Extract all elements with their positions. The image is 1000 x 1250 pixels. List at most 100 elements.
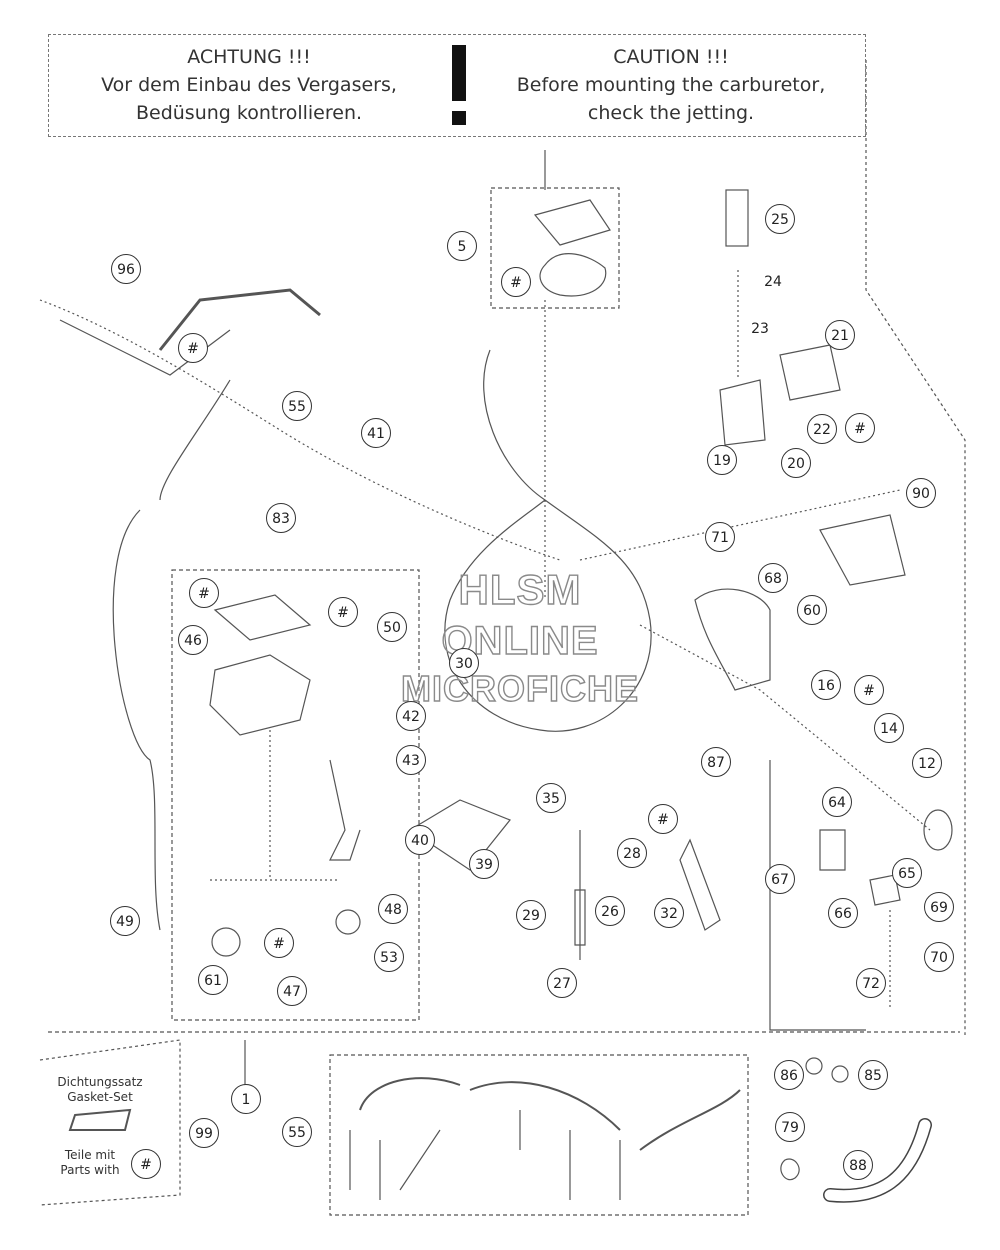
adjuster-knob: [923, 809, 953, 851]
callout-70[interactable]: 70: [924, 942, 954, 972]
hose-clamp: [780, 1158, 800, 1181]
sensor-bracket-line: [769, 760, 866, 1031]
callout-29[interactable]: 29: [516, 900, 546, 930]
callout-hash[interactable]: #: [845, 413, 875, 443]
callout-32[interactable]: 32: [654, 898, 684, 928]
throttle-cable: [158, 288, 321, 351]
hot-start-axis: [579, 489, 901, 561]
callout-27[interactable]: 27: [547, 968, 577, 998]
callout-26[interactable]: 26: [595, 896, 625, 926]
float-bowl: [209, 654, 311, 736]
callout-87[interactable]: 87: [701, 747, 731, 777]
callout-50[interactable]: 50: [377, 612, 407, 642]
sensor-part: [819, 829, 846, 871]
exclamation-dot-icon: [452, 111, 466, 125]
warning-box: ACHTUNG !!! Vor dem Einbau des Vergasers…: [48, 34, 866, 137]
intake-hose-inner: [824, 1119, 931, 1202]
callout-16[interactable]: 16: [811, 670, 841, 700]
legend-parts-de: Teile mit: [64, 1148, 116, 1162]
callout-71[interactable]: 71: [705, 522, 735, 552]
warning-english-line2: check the jetting.: [587, 102, 755, 124]
callout-14[interactable]: 14: [874, 713, 904, 743]
callout-28[interactable]: 28: [617, 838, 647, 868]
warning-english-line1: Before mounting the carburetor,: [516, 74, 826, 96]
callout-49[interactable]: 49: [110, 906, 140, 936]
callout-67[interactable]: 67: [765, 864, 795, 894]
callout-68[interactable]: 68: [758, 563, 788, 593]
callout-65[interactable]: 65: [892, 858, 922, 888]
callout-86[interactable]: 86: [774, 1060, 804, 1090]
watermark-line2: ONLINE: [441, 618, 599, 663]
callout-85[interactable]: 85: [858, 1060, 888, 1090]
needle-jet: [574, 889, 586, 946]
callout-96[interactable]: 96: [111, 254, 141, 284]
float-part: [408, 799, 511, 871]
throttle-cable-line: [39, 299, 561, 561]
callout-79[interactable]: 79: [775, 1112, 805, 1142]
callout-hash[interactable]: #: [501, 267, 531, 297]
washer-85: [831, 1065, 849, 1083]
callout-47[interactable]: 47: [277, 976, 307, 1006]
callout-53[interactable]: 53: [374, 942, 404, 972]
legend-gasket-set: Dichtungssatz Gasket-Set: [45, 1075, 155, 1105]
callout-hash[interactable]: #: [328, 597, 358, 627]
idle-jet-part: [679, 838, 721, 931]
frame-right-dashed: [865, 60, 966, 1035]
warning-english-title: CAUTION !!!: [613, 46, 729, 68]
callout-66[interactable]: 66: [828, 898, 858, 928]
float-needle-group: [329, 759, 361, 861]
callout-1[interactable]: 1: [231, 1084, 261, 1114]
callout-35[interactable]: 35: [536, 783, 566, 813]
callout-24[interactable]: 24: [764, 274, 782, 290]
callout-20[interactable]: 20: [781, 448, 811, 478]
callout-90[interactable]: 90: [906, 478, 936, 508]
callout-hash[interactable]: #: [648, 804, 678, 834]
callout-41[interactable]: 41: [361, 418, 391, 448]
legend-gasket-de: Dichtungssatz: [57, 1075, 143, 1089]
callout-55[interactable]: 55: [282, 391, 312, 421]
callout-22[interactable]: 22: [807, 414, 837, 444]
nut-86: [805, 1057, 823, 1075]
callout-69[interactable]: 69: [924, 892, 954, 922]
callout-99[interactable]: 99: [189, 1118, 219, 1148]
exclamation-icon: [452, 45, 466, 101]
warning-german-title: ACHTUNG !!!: [187, 46, 311, 68]
accel-pump-cover: [779, 344, 841, 401]
top-cap-box: [490, 187, 620, 309]
callout-hash[interactable]: #: [854, 675, 884, 705]
callout-72[interactable]: 72: [856, 968, 886, 998]
callout-21[interactable]: 21: [825, 320, 855, 350]
callout-39[interactable]: 39: [469, 849, 499, 879]
callout-88[interactable]: 88: [843, 1150, 873, 1180]
callout-42[interactable]: 42: [396, 701, 426, 731]
callout-hash[interactable]: #: [264, 928, 294, 958]
callout-30[interactable]: 30: [449, 648, 479, 678]
callout-23[interactable]: 23: [751, 321, 769, 337]
callout-83[interactable]: 83: [266, 503, 296, 533]
throttle-cover: [694, 588, 771, 691]
warning-english: CAUTION !!! Before mounting the carburet…: [501, 43, 841, 127]
callout-19[interactable]: 19: [707, 445, 737, 475]
idle-screw-axis: [639, 624, 931, 831]
throttle-housing-lines: [59, 319, 231, 376]
callout-48[interactable]: 48: [378, 894, 408, 924]
callout-43[interactable]: 43: [396, 745, 426, 775]
hose-kit-lines: [359, 1077, 741, 1151]
callout-55[interactable]: 55: [282, 1117, 312, 1147]
callout-46[interactable]: 46: [178, 625, 208, 655]
callout-12[interactable]: 12: [912, 748, 942, 778]
callout-64[interactable]: 64: [822, 787, 852, 817]
callout-40[interactable]: 40: [405, 825, 435, 855]
callout-61[interactable]: 61: [198, 965, 228, 995]
carburetor-body-outline: [444, 349, 652, 732]
hot-start-assembly: [819, 514, 906, 586]
callout-hash[interactable]: #: [189, 578, 219, 608]
top-gasket: [539, 253, 607, 297]
vent-hose-left: [112, 509, 161, 931]
callout-5[interactable]: 5: [447, 231, 477, 261]
callout-60[interactable]: 60: [797, 595, 827, 625]
callout-hash[interactable]: #: [178, 333, 208, 363]
callout-25[interactable]: 25: [765, 204, 795, 234]
watermark-line1: HLSM: [458, 565, 582, 613]
